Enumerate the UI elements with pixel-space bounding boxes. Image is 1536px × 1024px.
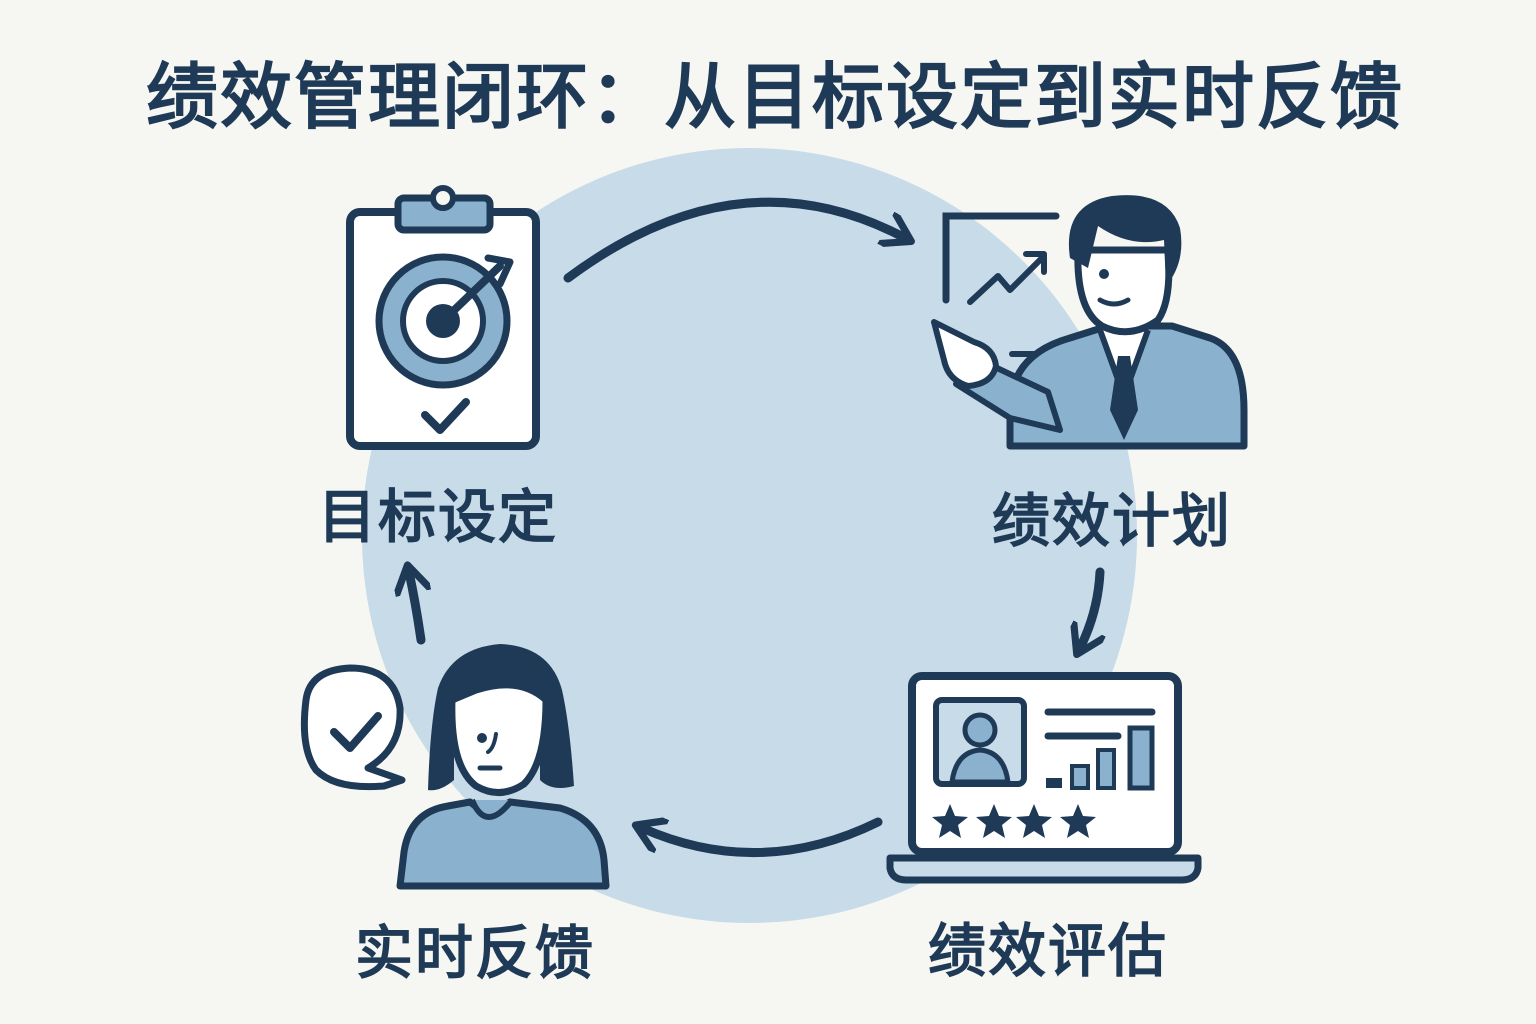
- arrow-goal-to-plan: [563, 197, 905, 283]
- stage-label-real-time-feedback: 实时反馈: [355, 919, 596, 987]
- page-title: 绩效管理闭环：从目标设定到实时反馈: [146, 55, 1405, 139]
- arrow-feedback-to-goal: [409, 572, 421, 645]
- presenter-chart-icon: [931, 195, 1248, 450]
- arrow-plan-to-eval: [1080, 567, 1100, 648]
- person-speech-check-icon: [300, 644, 610, 890]
- stage-label-performance-plan: 绩效计划: [992, 487, 1233, 555]
- stage-label-goal-setting: 目标设定: [318, 483, 559, 551]
- laptop-rating-icon: [886, 672, 1202, 884]
- rating-stars: [932, 804, 1096, 838]
- arrow-eval-to-feedback: [642, 822, 883, 857]
- stage-label-performance-evaluation: 绩效评估: [928, 917, 1169, 985]
- clipboard-target-icon: [346, 185, 540, 450]
